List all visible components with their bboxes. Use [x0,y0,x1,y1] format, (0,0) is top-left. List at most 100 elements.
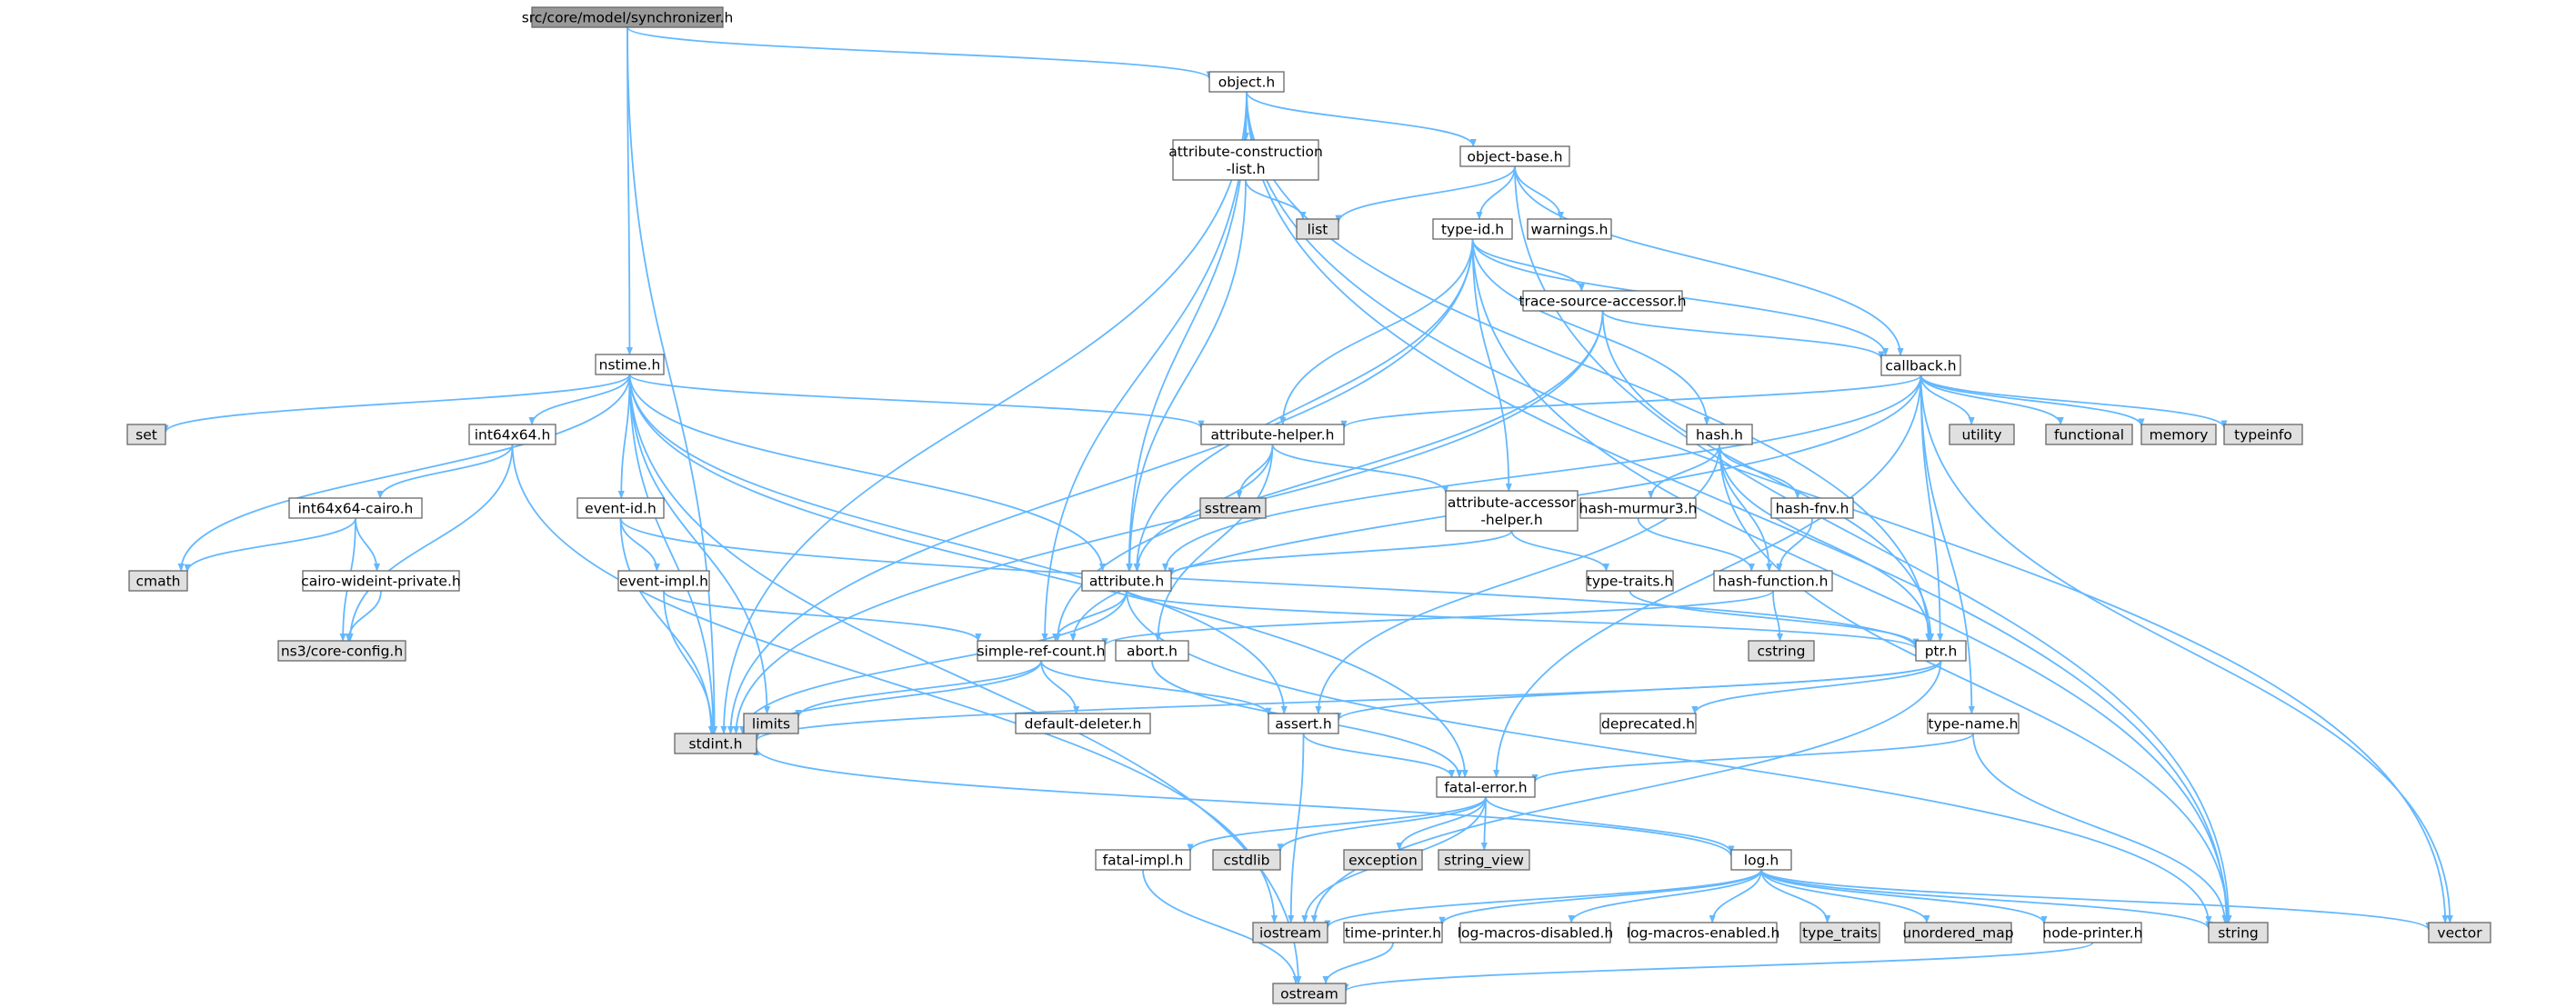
node-tsa[interactable]: trace-source-accessor.h [1519,290,1687,312]
edge-typetraits-to-ptr [1629,590,1919,647]
edge-callback-to-fatalerror [1493,374,1922,778]
node-ostream-box [1272,983,1347,1004]
node-lmenabled[interactable]: log-macros-enabled.h [1627,922,1780,943]
edge-nstime-to-attrhelper [628,374,1205,429]
node-functional-label: functional [2054,427,2124,444]
node-murmur-label: hash-murmur3.h [1579,501,1698,517]
edge-object-to-ptr [1246,91,1932,642]
node-cstring: cstring [1748,640,1815,662]
node-typename[interactable]: type-name.h [1927,713,2020,734]
node-srefcount[interactable]: simple-ref-count.h [977,640,1106,662]
node-utility-box [1949,424,2015,445]
node-timeprinter-box [1343,922,1443,943]
node-type_traits-box [1799,922,1880,943]
edge-attribute-to-string [1126,590,2212,924]
node-int64x64[interactable]: int64x64.h [468,424,556,445]
node-attribute[interactable]: attribute.h [1081,570,1172,592]
node-assert-label: assert.h [1275,716,1331,733]
node-typeid[interactable]: type-id.h [1432,218,1513,240]
node-hash-box [1686,424,1753,445]
node-eventid[interactable]: event-id.h [576,497,665,519]
edge-aah-to-attribute [1168,530,1513,576]
node-ptr[interactable]: ptr.h [1915,640,1967,662]
node-nodeprinter[interactable]: node-printer.h [2043,922,2143,943]
node-iostream-label: iostream [1259,925,1321,942]
edge-srefcount-to-assert [1040,660,1272,716]
node-warnings[interactable]: warnings.h [1527,218,1612,240]
node-acl[interactable]: attribute-construction-list.h [1168,139,1323,181]
node-murmur[interactable]: hash-murmur3.h [1579,497,1698,519]
edge-int64x64-to-int64cairo [376,444,514,499]
node-nstime[interactable]: nstime.h [595,354,665,375]
node-assert[interactable]: assert.h [1268,713,1339,734]
node-set-box [126,424,166,445]
edge-fatalerror-to-fatalimpl [1187,796,1487,853]
node-eventimpl-label: event-impl.h [619,574,708,590]
node-acl-box [1172,139,1319,181]
node-functional: functional [2045,424,2133,445]
node-defdel[interactable]: default-deleter.h [1015,713,1151,734]
node-log[interactable]: log.h [1730,849,1792,871]
edge-hash-to-ptr [1719,444,1934,642]
edge-fatalerror-to-log [1485,796,1735,854]
node-fatalerror-box [1436,776,1536,798]
node-fatalimpl-label: fatal-impl.h [1103,853,1184,869]
edge-attribute-to-ptr [1126,590,1919,650]
node-lmdisabled[interactable]: log-macros-disabled.h [1458,922,1614,943]
node-typename-label: type-name.h [1929,716,2019,733]
node-callback[interactable]: callback.h [1880,354,1961,376]
node-abort-box [1115,640,1189,662]
edge-log-to-unordered_map [1760,869,1930,923]
node-ostream: ostream [1272,983,1347,1004]
node-objbase[interactable]: object-base.h [1459,145,1570,167]
node-layer: src/core/model/synchronizer.h object.h nst… [126,6,2491,1004]
node-typetraits-box [1586,570,1674,592]
edge-objbase-to-string [1514,165,2232,923]
node-type_traits: type_traits [1799,922,1880,943]
node-limits-box [743,713,799,734]
node-deprecated[interactable]: deprecated.h [1599,713,1697,734]
node-fatalerror[interactable]: fatal-error.h [1436,776,1536,798]
edge-attrhelper-to-sstream [1236,444,1274,499]
node-typeinfo-box [2223,424,2303,445]
node-abort[interactable]: abort.h [1115,640,1189,662]
node-object[interactable]: object.h [1208,71,1285,93]
node-hashfunc[interactable]: hash-function.h [1713,570,1833,592]
node-int64cairo[interactable]: int64x64-cairo.h [288,497,423,519]
node-attrhelper-box [1200,424,1345,445]
edge-typeid-to-attrhelper [1279,238,1474,425]
node-cmath-box [128,570,188,592]
node-attrhelper[interactable]: attribute-helper.h [1200,424,1345,445]
node-hash[interactable]: hash.h [1686,424,1753,445]
node-eventid-box [576,497,665,519]
node-timeprinter[interactable]: time-printer.h [1343,922,1443,943]
node-sstream-box [1199,497,1267,519]
node-iostream-box [1252,922,1328,943]
node-eventimpl[interactable]: event-impl.h [617,570,710,592]
node-root[interactable]: src/core/model/synchronizer.h [522,6,734,28]
node-object-box [1208,71,1285,93]
edge-objbase-to-warnings [1514,165,1565,220]
edge-tsa-to-stdint [732,310,1604,734]
edge-fnv-to-hashfunc [1776,517,1813,572]
edge-attribute-to-stdint [739,590,1128,734]
node-aah[interactable]: attribute-accessor-helper.h [1445,490,1579,532]
node-fnv[interactable]: hash-fnv.h [1770,497,1854,519]
node-stdint-label: stdint.h [689,736,743,753]
edge-object-to-stdint [720,91,1248,734]
edge-srefcount-to-limits [795,660,1042,718]
node-fatalimpl[interactable]: fatal-impl.h [1095,849,1191,871]
edge-typeid-to-aah [1471,238,1512,492]
edge-fatalerror-to-exception [1396,796,1487,851]
edge-log-to-string [1760,869,2212,930]
edge-log-to-timeprinter [1438,869,1762,925]
node-stdint-box [674,733,757,754]
node-nodeprinter-box [2043,922,2142,943]
node-cairowide[interactable]: cairo-wideint-private.h [301,570,461,592]
node-typetraits[interactable]: type-traits.h [1586,570,1674,592]
node-hash-label: hash.h [1696,427,1743,444]
node-int64cairo-label: int64x64-cairo.h [298,501,414,517]
node-iostream: iostream [1252,922,1328,943]
edge-nstime-to-fatalerror [628,374,1468,778]
